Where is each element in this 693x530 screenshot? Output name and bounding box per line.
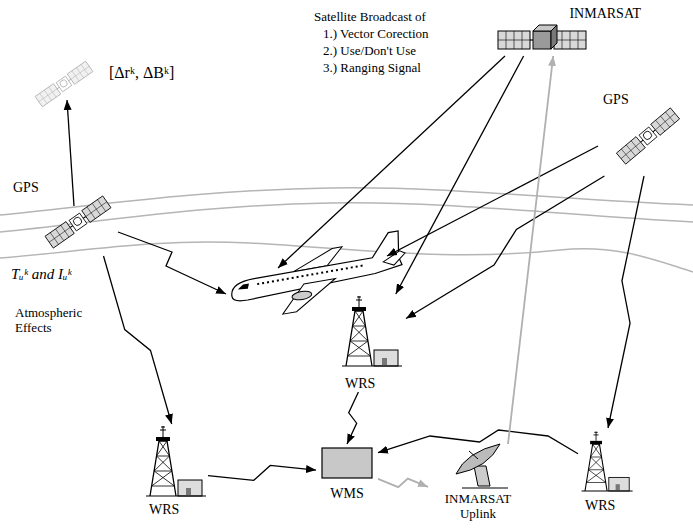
reference-station [146,426,206,496]
master-station: WMS [316,444,378,502]
node-caption: INMARSAT Uplink [436,492,520,522]
signal-link [104,256,172,424]
node-label: GPS [602,92,630,108]
reference-station [342,296,402,366]
displaced-satellite [35,61,93,107]
node-caption: INMARSAT [568,6,642,22]
airplane [226,230,412,322]
annotation-text: Tᵤᵏ and Iᵤᵏ [10,266,73,283]
annotation-text: Satellite Broadcast of [313,10,427,25]
signal-to-aircraft [118,232,226,294]
signal-to-aircraft [278,56,505,268]
signal-link [378,479,428,488]
uplink-station: INMARSAT Uplink [428,444,528,522]
node-caption: WMS [329,486,364,502]
signal-link [208,465,316,480]
gps-satellite [616,108,679,164]
node-caption: WRS [584,498,616,514]
node-caption: GPS [602,92,630,108]
ground-station: WRS [338,294,406,392]
ground-station: WRS [578,428,638,514]
ground-station: WRS [142,424,208,518]
signal-link [508,56,553,444]
node-label: INMARSAT Uplink [436,492,520,522]
annotation-text: [Δrᵏ, ΔBᵏ] [108,64,175,82]
annotation-text: 3.) Ranging Signal [322,61,422,76]
satellite-node: GPS [10,180,120,256]
satellite-node: INMARSAT [494,6,642,56]
node-label: WRS [148,502,180,518]
reference-station [582,432,633,492]
annotation-text: 1.) Vector Corection [322,27,430,42]
node-caption: WRS [148,502,180,518]
node-label: INMARSAT [568,6,642,22]
node-label: WMS [329,486,364,502]
correction-arrow [67,100,74,206]
satellite-node: GPS [600,92,688,176]
signal-link [608,176,644,428]
signal-link [406,176,604,319]
signal-to-aircraft [387,146,598,256]
uplink-dish [456,444,508,488]
signal-link [378,430,578,454]
master-station-box [322,448,372,478]
annotation-text: Atmospheric Effects [14,306,100,336]
annotation-text: 2.) Use/Don't Use [322,44,417,59]
signal-link [396,56,524,294]
gps-satellite [45,196,111,248]
node-label: GPS [12,180,40,196]
node-label: WRS [344,376,376,392]
inmarsat-satellite [498,25,586,49]
node-caption: WRS [344,376,376,392]
node-label: WRS [584,498,616,514]
signal-link [347,392,358,444]
node-caption: GPS [12,180,40,196]
